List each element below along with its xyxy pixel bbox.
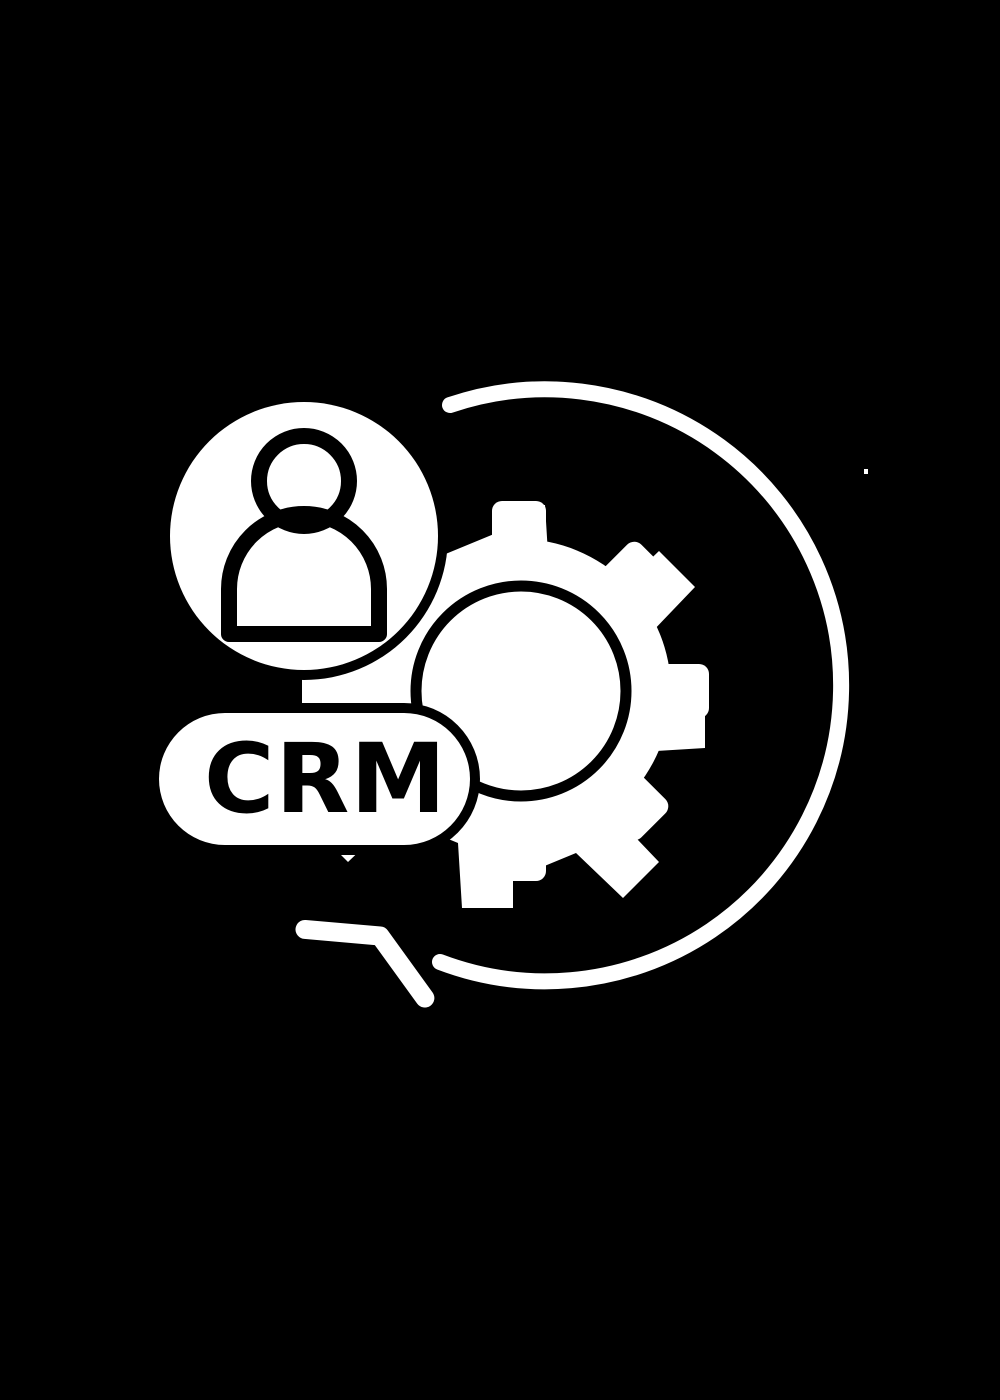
user-avatar [160, 392, 448, 680]
arrow-head-icon [295, 919, 435, 1008]
refresh-arc [432, 381, 850, 990]
crm-badge: CRM [149, 703, 480, 855]
crm-badge-label: CRM [204, 723, 447, 835]
gear-hub-ring [410, 580, 632, 802]
crm-badge-pill [159, 713, 470, 845]
avatar-body-icon [221, 506, 387, 642]
refresh-arrow-group [295, 381, 850, 1008]
avatar-head-icon [251, 428, 357, 534]
speck-dot [864, 469, 868, 474]
